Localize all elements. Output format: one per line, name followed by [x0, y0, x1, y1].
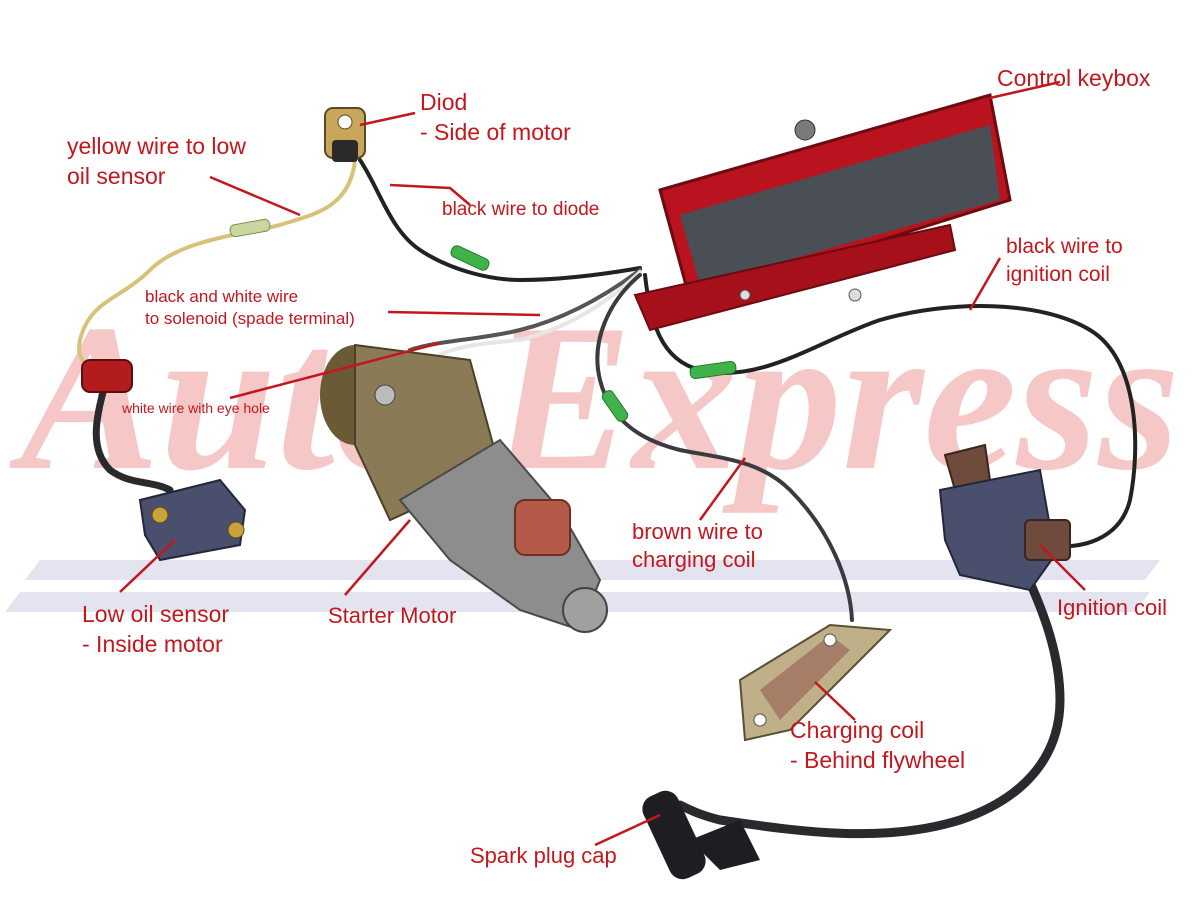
- label-charging-coil-location: - Behind flywheel: [790, 747, 966, 773]
- leader-diod: [359, 111, 416, 127]
- leader-brown-wire: [698, 457, 747, 521]
- label-starter-motor: Starter Motor: [328, 603, 457, 628]
- leader-control-keybox: [989, 80, 1061, 100]
- label-diod: Diod: [420, 89, 468, 115]
- green-connector-ignition: [689, 361, 737, 379]
- low-oil-sensor-part: [81, 359, 247, 562]
- yellow-connector: [229, 218, 271, 238]
- diode-black-wire: [358, 158, 642, 283]
- ignition-coil-part: [938, 443, 1071, 592]
- label-control-keybox: Control keybox: [997, 65, 1151, 91]
- leader-ignition-coil: [1039, 544, 1086, 591]
- leader-black-wire-diode: [389, 183, 471, 206]
- spark-plug-lead: [675, 535, 1065, 839]
- label-charging-coil: Charging coil: [790, 717, 925, 743]
- label-yellow-wire-line2: oil sensor: [67, 163, 166, 189]
- label-white-wire: white wire with eye hole: [122, 400, 270, 416]
- control-keybox: [633, 93, 1012, 332]
- yellow-wire: [77, 158, 357, 377]
- leader-lines: [119, 80, 1086, 847]
- green-connector-brown: [601, 390, 629, 422]
- label-low-oil-sensor-location: - Inside motor: [82, 631, 223, 657]
- label-black-wire-ignition: black wire to: [1006, 235, 1123, 258]
- green-connector-diode: [450, 245, 490, 271]
- brown-wire: [595, 273, 854, 622]
- leader-bw-wire: [387, 310, 541, 317]
- spark-plug-cap-part: [642, 790, 760, 880]
- label-black-wire-ignition-line2: ignition coil: [1006, 263, 1110, 286]
- label-low-oil-sensor: Low oil sensor: [82, 601, 230, 627]
- label-brown-wire: brown wire to: [632, 519, 763, 544]
- leader-white-wire: [229, 341, 441, 400]
- leader-starter-motor: [344, 519, 411, 596]
- label-ignition-coil: Ignition coil: [1057, 595, 1168, 620]
- oil-sensor-wire: [92, 381, 174, 494]
- black-white-wire: [408, 268, 642, 352]
- leader-spark-plug: [594, 813, 661, 847]
- label-black-white-wire: black and white wire: [145, 287, 299, 306]
- leader-low-oil: [119, 539, 176, 593]
- diode-part: [324, 107, 366, 162]
- leader-yellow-wire: [209, 175, 301, 217]
- starter-motor-part: [320, 343, 608, 633]
- label-diod-location: - Side of motor: [420, 119, 571, 145]
- label-black-wire-diode: black wire to diode: [442, 199, 600, 220]
- leader-black-wire-ignition: [968, 257, 1002, 311]
- label-black-white-wire-line2: to solenoid (spade terminal): [145, 309, 355, 328]
- label-spark-plug-cap: Spark plug cap: [470, 843, 617, 868]
- label-brown-wire-line2: charging coil: [632, 547, 756, 572]
- label-yellow-wire: yellow wire to low: [67, 133, 246, 159]
- leader-charging-coil: [814, 681, 856, 721]
